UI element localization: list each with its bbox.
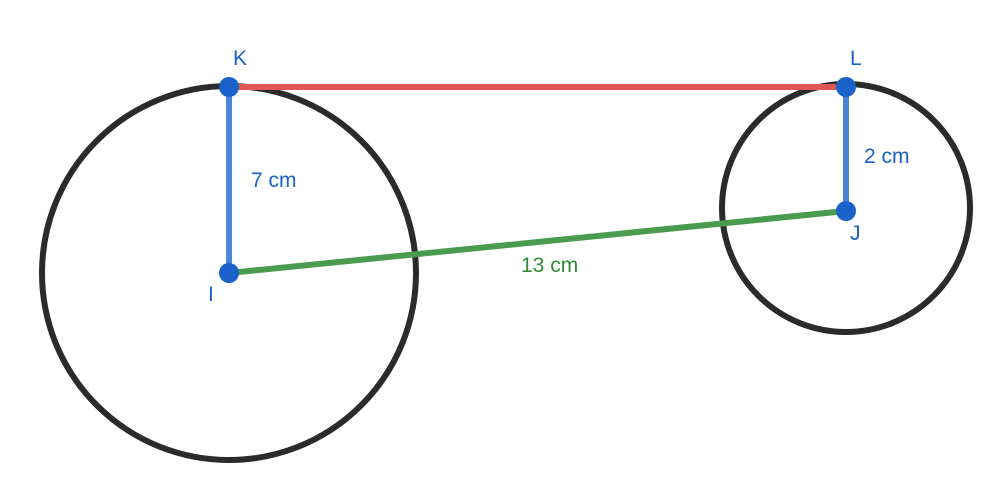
label-I: I <box>208 283 214 306</box>
point-I <box>219 263 239 283</box>
point-L <box>836 77 856 97</box>
center-segment-IJ <box>228 208 847 276</box>
point-K <box>219 77 239 97</box>
point-J <box>836 201 856 221</box>
label-L: L <box>850 47 862 70</box>
label-radius-J: 2 cm <box>864 145 910 168</box>
label-radius-I: 7 cm <box>251 169 297 192</box>
label-center-distance: 13 cm <box>521 254 578 277</box>
label-J: J <box>850 222 861 245</box>
label-K: K <box>233 47 247 70</box>
